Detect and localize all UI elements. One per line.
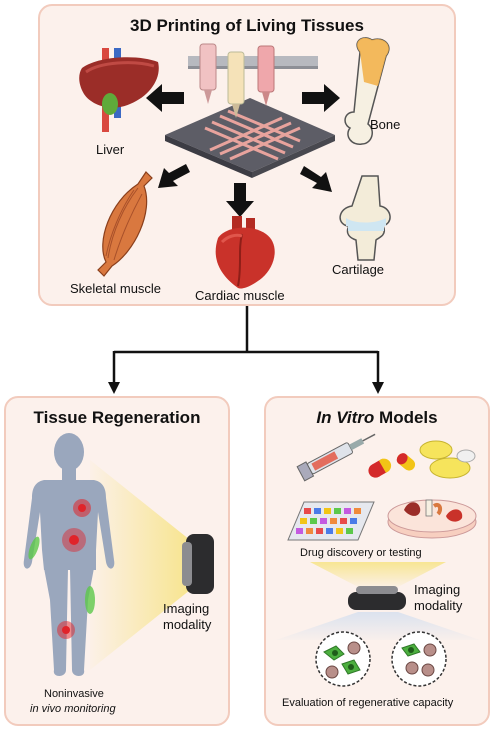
top-panel-title: 3D Printing of Living Tissues [130, 16, 364, 35]
well [340, 518, 347, 524]
well [316, 528, 323, 534]
well [326, 528, 333, 534]
drug-discovery-label: Drug discovery or testing [300, 547, 422, 559]
capsules-icon [368, 453, 416, 478]
syringe-icon [296, 433, 376, 482]
well [334, 508, 341, 514]
in-vitro-models-title: In Vitro Models [266, 408, 488, 428]
in-vitro-title-rest: Models [374, 408, 438, 427]
liver-label: Liver [96, 142, 125, 157]
well [300, 518, 307, 524]
imaging-label-left-2: modality [163, 617, 212, 632]
petri-dish-illustration [387, 499, 477, 539]
imaging-beam-left [90, 460, 190, 670]
well [346, 528, 353, 534]
cartilage-label: Cartilage [332, 262, 385, 277]
cells-green-circle [315, 631, 371, 687]
liver-illustration [79, 48, 159, 132]
in-vitro-title-italic: In Vitro [316, 408, 375, 427]
arrow-to-cartilage [300, 166, 332, 192]
human-body-illustration [23, 433, 115, 676]
skeletal-muscle-illustration [97, 171, 153, 277]
arrow-to-cardiac-muscle [226, 183, 254, 217]
arrow-to-bone [302, 84, 340, 112]
well [304, 508, 311, 514]
well [296, 528, 303, 534]
cardiac-muscle-label: Cardiac muscle [195, 288, 285, 303]
monitoring-label-2: in vivo monitoring [30, 703, 116, 715]
skeletal-muscle-label: Skeletal muscle [70, 281, 162, 296]
well [336, 528, 343, 534]
bioprinter-illustration [165, 43, 335, 178]
pills-icon [419, 440, 476, 479]
tissue-regeneration-title: Tissue Regeneration [33, 408, 201, 427]
well [324, 508, 331, 514]
arrow-to-liver [146, 84, 184, 112]
well [330, 518, 337, 524]
imaging-beam-right [276, 562, 480, 640]
arrow-to-skeletal-muscle [158, 164, 190, 188]
imaging-label-right-1: Imaging [414, 582, 461, 597]
well [314, 508, 321, 514]
imaging-device-left [182, 534, 214, 594]
well-plate-illustration [287, 501, 375, 541]
bone-illustration [344, 37, 390, 145]
imaging-label-left-1: Imaging [163, 601, 210, 616]
well [320, 518, 327, 524]
well [344, 508, 351, 514]
well [306, 528, 313, 534]
imaging-device-right [348, 586, 406, 610]
knee-cartilage-illustration [339, 175, 391, 261]
well [310, 518, 317, 524]
evaluation-label: Evaluation of regenerative capacity [282, 697, 454, 709]
cells-red-circle [391, 631, 447, 687]
monitoring-label-1: Noninvasive [44, 688, 104, 700]
bone-label: Bone [370, 117, 401, 132]
well [350, 518, 357, 524]
well [354, 508, 361, 514]
heart-illustration [215, 216, 275, 289]
imaging-label-right-2: modality [414, 598, 463, 613]
